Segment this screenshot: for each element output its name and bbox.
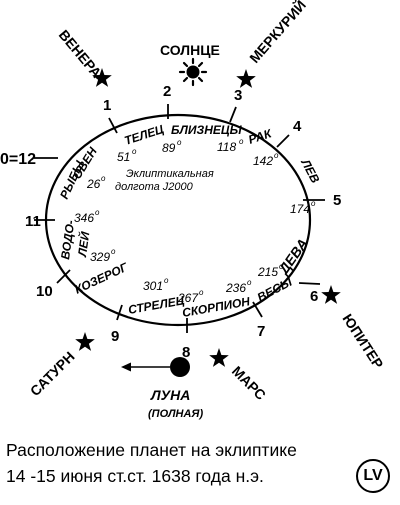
house-number-7: 7 xyxy=(257,323,265,340)
mars-star-icon xyxy=(209,348,229,367)
svg-text:89: 89 xyxy=(162,141,176,155)
house-number-5: 5 xyxy=(333,192,341,209)
sign-capricorn: КОЗЕРОГ xyxy=(72,260,130,297)
svg-text:o: o xyxy=(132,147,137,156)
tick-10 xyxy=(56,269,71,284)
svg-text:o: o xyxy=(199,288,204,297)
planet-label-moon-phase: (ПОЛНАЯ) xyxy=(148,408,203,420)
house-number-3: 3 xyxy=(234,87,242,104)
longitude-note-line1: Эклиптикальная xyxy=(126,168,214,180)
sign-taurus: ТЕЛЕЦ xyxy=(123,122,166,148)
caption-line-1: Расположение планет на эклиптике xyxy=(6,440,297,460)
svg-text:329: 329 xyxy=(90,250,110,264)
svg-text:174: 174 xyxy=(290,202,310,216)
author-logo: LV xyxy=(356,459,390,493)
house-number-4: 4 xyxy=(293,118,302,135)
house-number-9: 9 xyxy=(111,328,119,345)
svg-text:346: 346 xyxy=(74,211,94,225)
house-number-10: 10 xyxy=(36,283,53,300)
sign-aquarius-1: ВОДО- xyxy=(58,219,77,260)
sign-aquarius-2: ЛЕЙ xyxy=(73,230,92,258)
house-number-1: 1 xyxy=(103,97,111,114)
tick-1 xyxy=(108,117,118,134)
sign-sagittarius: СТРЕЛЕЦ xyxy=(127,293,186,317)
caption-line-2: 14 -15 июня ст.ст. 1638 года н.э. xyxy=(6,466,264,486)
tick-6 xyxy=(298,282,321,285)
planet-label-sun: СОЛНЦЕ xyxy=(160,42,220,58)
svg-text:26: 26 xyxy=(86,177,101,191)
venus-star-icon xyxy=(92,68,112,87)
svg-text:o: o xyxy=(274,151,279,160)
svg-text:118: 118 xyxy=(217,140,236,154)
svg-text:o: o xyxy=(111,247,116,256)
tick-3 xyxy=(229,106,237,123)
svg-text:o: o xyxy=(239,137,244,146)
ecliptic-diagram: 0=12 1 2 3 4 5 6 7 8 9 10 11 ТЕЛЕЦ БЛИЗН… xyxy=(0,0,387,420)
planet-label-jupiter: ЮПИТЕР xyxy=(339,311,386,372)
svg-text:301: 301 xyxy=(143,279,163,293)
house-ticks xyxy=(34,104,325,333)
house-number-11: 11 xyxy=(25,213,41,230)
planet-label-moon: ЛУНА xyxy=(150,387,190,403)
svg-text:o: o xyxy=(101,174,106,183)
svg-text:267: 267 xyxy=(177,291,199,305)
planet-label-saturn: САТУРН xyxy=(27,348,78,399)
sign-gemini: БЛИЗНЕЦЫ xyxy=(171,123,243,137)
svg-text:236: 236 xyxy=(225,281,246,295)
svg-text:o: o xyxy=(247,278,252,287)
house-number-6: 6 xyxy=(310,288,318,305)
svg-text:o: o xyxy=(164,276,169,285)
jupiter-star-icon xyxy=(321,285,341,304)
sun-icon xyxy=(178,57,208,87)
svg-text:o: o xyxy=(177,138,182,147)
svg-text:o: o xyxy=(279,262,284,271)
planet-label-venus: ВЕНЕРА xyxy=(56,27,105,81)
planet-label-mars: МАРС xyxy=(229,363,269,403)
house-number-2: 2 xyxy=(163,83,171,100)
tick-4 xyxy=(276,134,290,148)
mercury-star-icon xyxy=(236,69,256,88)
house-number-8: 8 xyxy=(182,344,190,361)
svg-text:51: 51 xyxy=(117,150,130,164)
svg-text:o: o xyxy=(311,199,316,208)
moon-motion-arrow xyxy=(121,362,170,372)
svg-text:215: 215 xyxy=(257,265,278,279)
planet-label-mercury: МЕРКУРИЙ xyxy=(245,0,309,66)
tick-7 xyxy=(252,301,263,318)
moon-icon xyxy=(170,357,190,377)
house-number-0: 0=12 xyxy=(0,151,36,168)
tick-9 xyxy=(116,304,123,321)
svg-text:142: 142 xyxy=(253,154,273,168)
longitude-note-line2: долгота J2000 xyxy=(115,181,194,193)
saturn-star-icon xyxy=(75,332,95,351)
svg-text:o: o xyxy=(95,208,100,217)
